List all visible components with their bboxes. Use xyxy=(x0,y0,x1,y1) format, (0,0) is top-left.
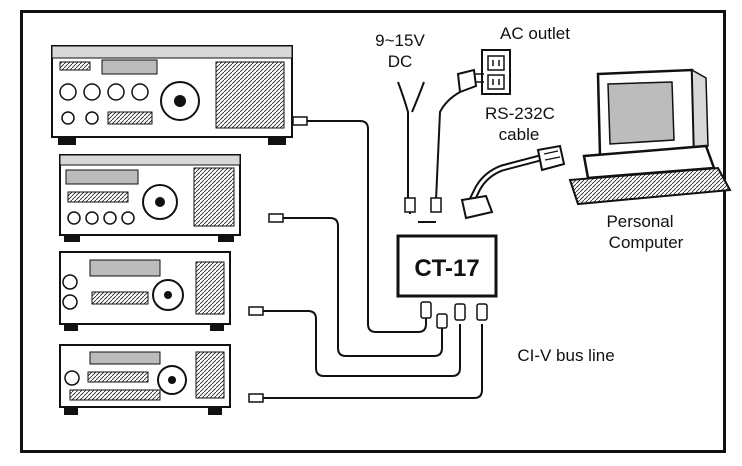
transceiver-2 xyxy=(59,154,241,242)
personal-label: Personal xyxy=(606,212,673,231)
civ-cables xyxy=(262,120,483,399)
rs232c-label: RS-232C xyxy=(485,104,555,123)
computer-label: Computer xyxy=(609,233,684,252)
civ-bus-label: CI-V bus line xyxy=(517,346,614,365)
cable-3 xyxy=(262,310,461,377)
dc-power-cable xyxy=(397,81,425,214)
transceiver-1 xyxy=(51,45,293,145)
dc-plug xyxy=(404,197,416,213)
ac-outlet xyxy=(481,49,511,95)
personal-computer xyxy=(568,68,732,206)
ct17-plugs xyxy=(420,301,488,329)
dc-label: DC xyxy=(388,52,413,71)
diagram-frame xyxy=(20,10,726,453)
rs232c-cable xyxy=(460,144,566,220)
dc-voltage-label: 9~15V xyxy=(375,31,425,50)
transceiver-4 xyxy=(59,344,231,415)
cable-1 xyxy=(306,120,427,333)
cable-4 xyxy=(262,324,483,399)
cable-label: cable xyxy=(499,125,540,144)
ct17-box xyxy=(396,234,498,298)
ct17-label: CT-17 xyxy=(414,255,479,282)
cable-2 xyxy=(282,217,443,357)
ac-outlet-label: AC outlet xyxy=(500,24,570,43)
transceiver-3 xyxy=(59,251,231,331)
ac-adapter xyxy=(430,68,484,213)
transceiver-plugs xyxy=(248,116,308,403)
